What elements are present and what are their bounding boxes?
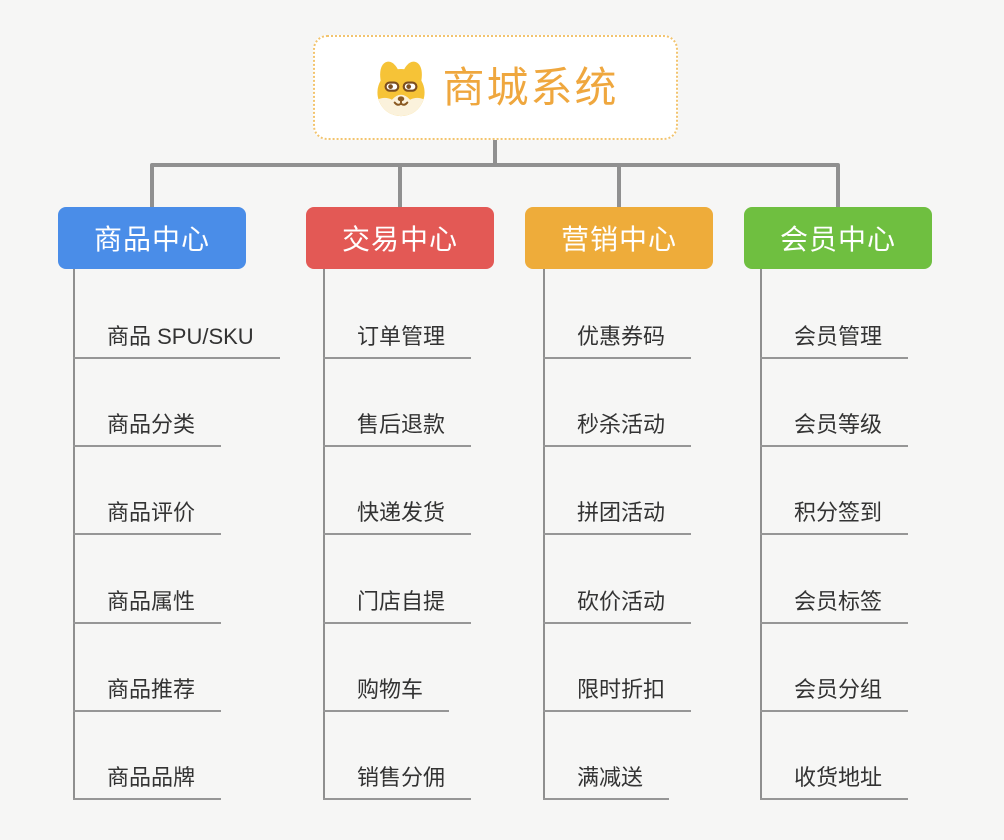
leaf-topic[interactable]: 订单管理 — [323, 317, 472, 359]
leaf-topic[interactable]: 购物车 — [323, 670, 450, 712]
root-title: 商城系统 — [442, 63, 619, 111]
branch-member-center[interactable]: 会员中心 — [744, 207, 932, 269]
leaf-topic[interactable]: 门店自提 — [323, 582, 472, 624]
leaf-topic[interactable]: 商品品牌 — [73, 758, 222, 800]
connector-drop — [150, 165, 154, 207]
leaf-topic[interactable]: 商品分类 — [73, 405, 222, 447]
leaf-topic[interactable]: 收货地址 — [760, 758, 909, 800]
connector-drop — [836, 165, 840, 207]
leaf-topic[interactable]: 商品评价 — [73, 493, 222, 535]
branch-product-center[interactable]: 商品中心 — [58, 207, 246, 269]
leaf-topic[interactable]: 秒杀活动 — [543, 405, 692, 447]
leaf-topic[interactable]: 拼团活动 — [543, 493, 692, 535]
connector-drop — [617, 165, 621, 207]
connector-horizontal-rail — [150, 163, 840, 167]
connector-drop — [398, 165, 402, 207]
leaf-topic[interactable]: 售后退款 — [323, 405, 472, 447]
leaf-topic[interactable]: 商品推荐 — [73, 670, 222, 712]
branch-trade-center[interactable]: 交易中心 — [306, 207, 494, 269]
connector-root-riser — [493, 140, 497, 165]
leaf-topic[interactable]: 积分签到 — [760, 493, 909, 535]
leaf-topic[interactable]: 会员等级 — [760, 405, 909, 447]
branch-marketing-center[interactable]: 营销中心 — [525, 207, 713, 269]
root-topic[interactable]: 商城系统 — [313, 35, 678, 140]
leaf-topic[interactable]: 优惠券码 — [543, 317, 692, 359]
leaf-topic[interactable]: 商品 SPU/SKU — [73, 317, 280, 359]
leaf-topic[interactable]: 商品属性 — [73, 582, 222, 624]
shiba-dog-icon — [372, 59, 430, 117]
leaf-topic[interactable]: 会员分组 — [760, 670, 909, 712]
leaf-topic[interactable]: 砍价活动 — [543, 582, 692, 624]
leaf-topic[interactable]: 会员管理 — [760, 317, 909, 359]
leaf-topic[interactable]: 限时折扣 — [543, 670, 692, 712]
leaf-topic[interactable]: 销售分佣 — [323, 758, 472, 800]
leaf-topic[interactable]: 会员标签 — [760, 582, 909, 624]
leaf-topic[interactable]: 快递发货 — [323, 493, 472, 535]
leaf-topic[interactable]: 满减送 — [543, 758, 670, 800]
